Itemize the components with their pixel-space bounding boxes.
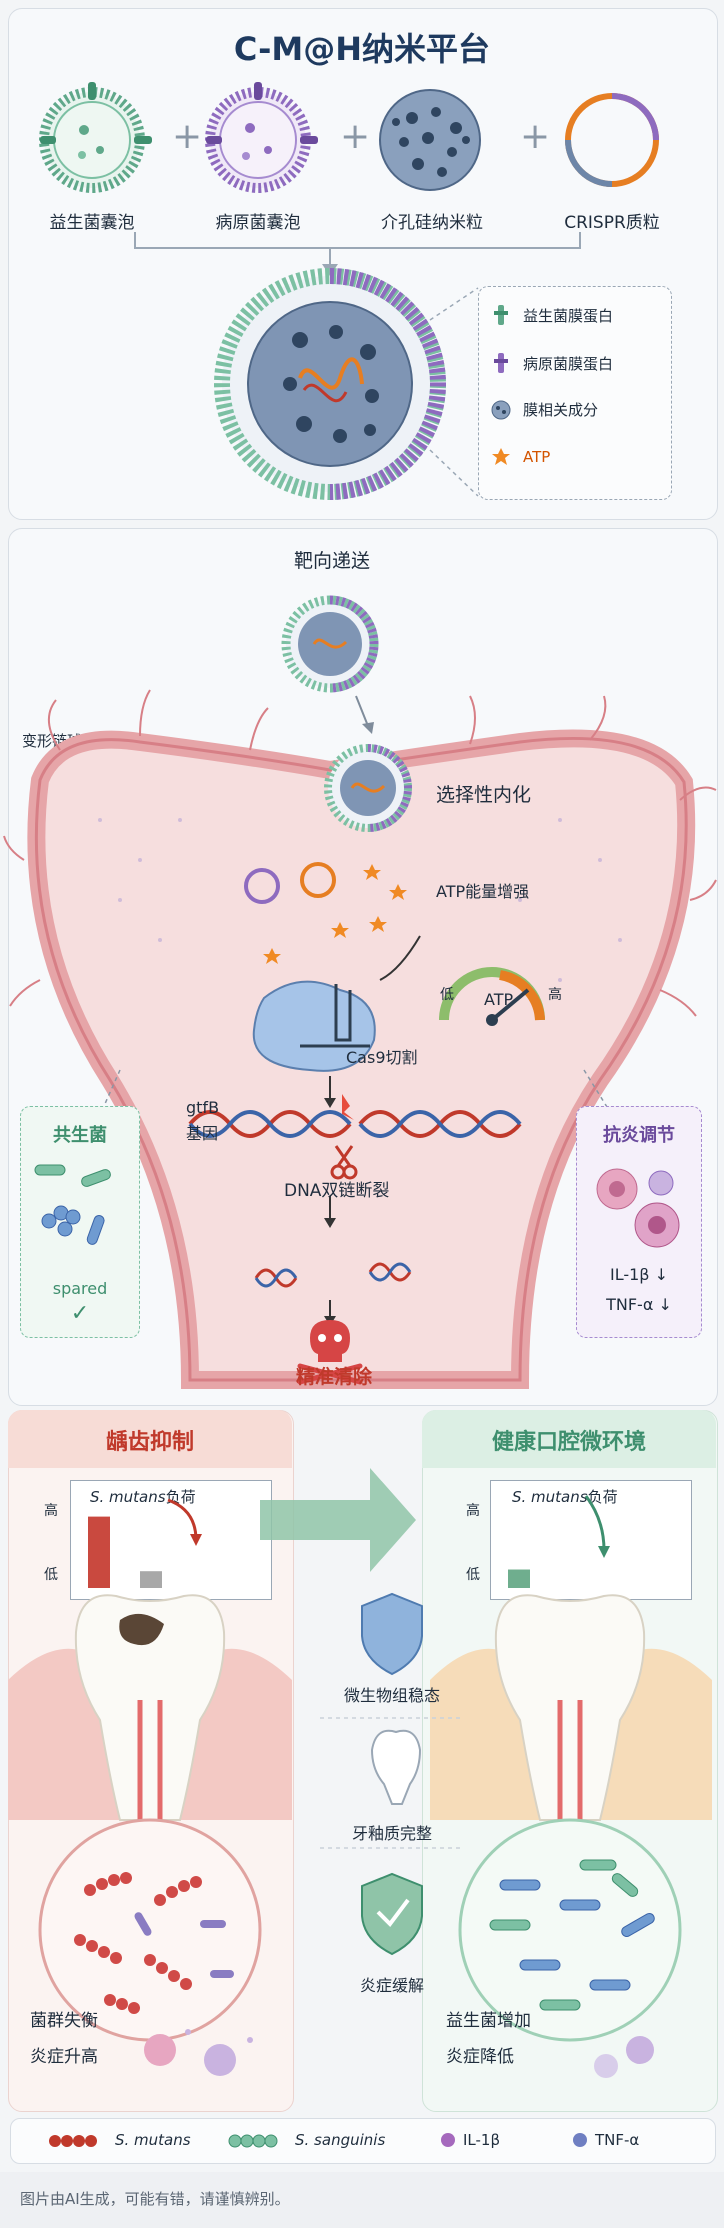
- dysbiosis-bacteria-icon: [38, 1818, 262, 2042]
- chart-bar: [140, 1571, 162, 1588]
- plus-icon: +: [172, 116, 203, 157]
- anti-inflammatory-box: 抗炎调节 IL-1β ↓ TNF-α ↓: [576, 1106, 702, 1338]
- legend-item: 益生菌膜蛋白: [491, 303, 613, 327]
- internalization-label: 选择性内化: [436, 784, 532, 806]
- component-legend: 益生菌膜蛋白 病原菌膜蛋白 膜相关成分 ATP: [478, 286, 672, 500]
- component-label-plasmid: CRISPR质粒: [564, 213, 660, 233]
- delivery-particle-icon: [281, 595, 379, 693]
- caries-chart: [88, 1516, 162, 1588]
- cytokine-cells-icon: [596, 1168, 680, 1248]
- footer: 图片由AI生成，可能有错，请谨慎辨别。: [0, 2172, 724, 2228]
- legend-item: 膜相关成分: [491, 399, 598, 420]
- healthy-chart-title: S. mutans负荷: [512, 1488, 618, 1506]
- benefit-label-microbiome: 微生物组稳态: [343, 1686, 440, 1705]
- caries-chart-title: S. mutans负荷: [90, 1488, 196, 1506]
- scissors-icon: [330, 1145, 358, 1180]
- s-mutans-legend-label: S. mutans: [115, 2131, 191, 2149]
- chart-bar: [88, 1516, 110, 1588]
- check-shield-icon: [361, 1872, 423, 1956]
- spared-label: spared: [52, 1279, 108, 1298]
- tnfa-legend-icon: [573, 2133, 587, 2147]
- caries-y-high: 高: [44, 1503, 58, 1519]
- plus-icon: +: [520, 116, 551, 157]
- il1b-legend-label: IL-1β: [463, 2131, 501, 2149]
- benefit-label-enamel: 牙釉质完整: [351, 1824, 432, 1843]
- silica-nanoparticle-icon: [379, 89, 481, 191]
- il1b-legend-icon: [441, 2133, 455, 2147]
- shield-icon: [361, 1592, 423, 1676]
- il1b-label: IL-1β ↓: [609, 1265, 668, 1284]
- footer-disclaimer: 图片由AI生成，可能有错，请谨慎辨别。: [20, 2190, 290, 2208]
- legend-item: ATP: [491, 447, 550, 467]
- gene-label-1: gtfB: [186, 1098, 220, 1117]
- s-mutans-legend-icon: [49, 2135, 97, 2147]
- healthy-tooth-icon: [430, 1594, 712, 1821]
- s-sanguinis-legend-label: S. sanguinis: [295, 2131, 386, 2149]
- benefit-label-inflammation: 炎症缓解: [359, 1976, 424, 1995]
- commensal-title: 共生菌: [53, 1125, 107, 1146]
- anti-inflammatory-title: 抗炎调节: [603, 1125, 675, 1146]
- clearance-label: 精准清除: [296, 1366, 373, 1388]
- probiotic-vesicle-icon: [39, 82, 152, 193]
- crispr-plasmid-icon: [565, 93, 659, 187]
- hybrid-nanoparticle-icon: [214, 268, 446, 500]
- plus-icon: +: [340, 116, 371, 157]
- healthy-y-low: 低: [466, 1567, 480, 1583]
- pathogen-vesicle-icon: [205, 82, 318, 193]
- healthy-title: 健康口腔微环境: [491, 1430, 646, 1455]
- component-label-pathogen: 病原菌囊泡: [215, 213, 301, 233]
- dsb-label: DNA双链断裂: [284, 1181, 390, 1201]
- caries-title: 龋齿抑制: [105, 1430, 194, 1455]
- s-sanguinis-legend-icon: [228, 2134, 278, 2148]
- cas9-protein-icon: [252, 980, 376, 1072]
- healthy-header: [422, 1410, 716, 1468]
- commensal-box: 共生菌 spared ✓: [20, 1106, 140, 1338]
- gene-label-2: 基因: [186, 1124, 219, 1143]
- decayed-tooth-icon: [8, 1594, 292, 1821]
- tnfa-label: TNF-α ↓: [606, 1295, 672, 1314]
- check-icon: ✓: [70, 1301, 90, 1326]
- dna-helix-icon: [188, 1110, 522, 1138]
- component-label-probiotic: 益生菌囊泡: [49, 213, 135, 233]
- legend-item: 病原菌膜蛋白: [491, 351, 613, 375]
- tnfa-legend-label: TNF-α: [595, 2131, 640, 2149]
- atp-gauge-icon: [439, 967, 545, 1026]
- gauge-low-label: 低: [440, 987, 454, 1003]
- outcome-illustrations: [8, 1468, 712, 2078]
- chart-bar: [508, 1569, 530, 1588]
- targeted-delivery-label: 靶向递送: [293, 550, 370, 572]
- inflammation-up-label: 炎症升高: [30, 2047, 98, 2067]
- skull-icon: [297, 1320, 363, 1385]
- balanced-bacteria-icon: [458, 1818, 682, 2042]
- caries-header: [8, 1410, 292, 1468]
- atp-enhance-label: ATP能量增强: [436, 882, 530, 901]
- gauge-high-label: 高: [548, 987, 562, 1003]
- commensal-bacteria-icon: [34, 1164, 111, 1245]
- transition-arrow-icon: [260, 1468, 416, 1572]
- species-legend: S. mutans S. sanguinis IL-1β TNF-α: [10, 2118, 716, 2164]
- cas9-label: Cas9切割: [346, 1048, 418, 1067]
- component-illustrations: [39, 82, 659, 500]
- healthy-chart: [508, 1569, 530, 1588]
- page-title: C-M@H纳米平台: [233, 30, 491, 68]
- healthy-y-high: 高: [466, 1503, 480, 1519]
- internalizing-particle-icon: [324, 744, 412, 832]
- inflammation-down-label: 炎症降低: [446, 2047, 514, 2067]
- caries-y-low: 低: [44, 1567, 58, 1583]
- gauge-atp-label: ATP: [484, 990, 514, 1009]
- tooth-icon: [370, 1729, 422, 1805]
- dysbiosis-label: 菌群失衡: [30, 2011, 98, 2031]
- component-label-silica: 介孔硅纳米粒: [381, 213, 483, 233]
- probiotic-up-label: 益生菌增加: [446, 2011, 531, 2031]
